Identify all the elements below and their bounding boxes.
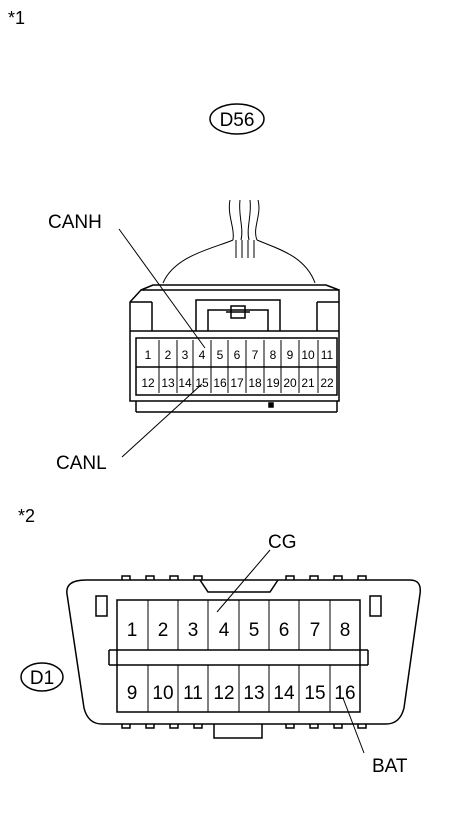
d1-pin-14: 14 xyxy=(273,683,295,704)
d56-pin-17: 17 xyxy=(230,376,244,390)
d1-pin-15: 15 xyxy=(304,683,325,704)
d56-pin-13: 13 xyxy=(161,376,175,390)
d56-pin-7: 7 xyxy=(252,348,259,362)
d56-wire-harness xyxy=(162,199,316,284)
figure1-marker: *1 xyxy=(8,8,25,28)
d56-pin-12: 12 xyxy=(141,376,155,390)
d56-pin-18: 18 xyxy=(248,376,262,390)
d1-pin-13: 13 xyxy=(243,683,264,704)
d56-pin-3: 3 xyxy=(182,348,189,362)
d1-pin-16: 16 xyxy=(334,683,355,704)
d56-pin-8: 8 xyxy=(270,348,277,362)
d56-connector-body xyxy=(129,284,340,413)
d56-pin-dividers xyxy=(158,340,319,393)
canh-leader-line xyxy=(118,228,206,349)
d1-connector-body xyxy=(66,575,422,739)
canl-label: CANL xyxy=(56,453,107,474)
d56-pin-21: 21 xyxy=(301,376,315,390)
d1-pin-7: 7 xyxy=(310,620,321,641)
bat-label: BAT xyxy=(372,756,408,777)
d56-pin-10: 10 xyxy=(301,348,315,362)
d56-pin-20: 20 xyxy=(283,376,297,390)
d1-pin-numbers: 1 2 3 4 5 6 7 8 9 10 11 12 13 14 15 16 xyxy=(127,620,356,704)
d1-pin-8: 8 xyxy=(340,620,351,641)
d56-id-badge: D56 xyxy=(209,103,265,135)
d56-pin-22: 22 xyxy=(320,376,334,390)
d1-pin-5: 5 xyxy=(249,620,260,641)
figure2-marker: *2 xyxy=(18,506,35,526)
canl-leader-line xyxy=(121,383,203,458)
d1-pin-11: 11 xyxy=(183,683,203,704)
d1-pin-9: 9 xyxy=(127,683,138,704)
d1-pin-3: 3 xyxy=(188,620,199,641)
d1-pin-2: 2 xyxy=(158,620,169,641)
d56-pin-4: 4 xyxy=(199,348,206,362)
d56-pin-1: 1 xyxy=(145,348,152,362)
d56-pin-5: 5 xyxy=(217,348,224,362)
cg-label: CG xyxy=(268,532,297,553)
d56-pin-9: 9 xyxy=(287,348,294,362)
d1-pin-12: 12 xyxy=(213,683,234,704)
d1-pin-6: 6 xyxy=(279,620,290,641)
d1-pin-1: 1 xyxy=(127,620,138,641)
d1-id-text: D1 xyxy=(30,668,54,689)
d56-pin-6: 6 xyxy=(234,348,241,362)
d1-pin-4: 4 xyxy=(219,620,230,641)
cg-leader-line xyxy=(216,549,271,613)
d56-pin-14: 14 xyxy=(178,376,192,390)
d1-pin-10: 10 xyxy=(152,683,173,704)
d1-id-badge: D1 xyxy=(20,662,64,692)
d56-pin-11: 11 xyxy=(321,348,334,362)
d56-id-text: D56 xyxy=(220,110,255,131)
canh-label: CANH xyxy=(48,212,102,233)
d56-pin-numbers: 1 2 3 4 5 6 7 8 9 10 11 12 13 14 15 16 1… xyxy=(141,348,334,390)
d56-pin-2: 2 xyxy=(165,348,172,362)
d56-pin-16: 16 xyxy=(213,376,227,390)
bat-leader-line xyxy=(342,697,365,754)
d56-pin-19: 19 xyxy=(266,376,280,390)
d1-pin-dividers xyxy=(147,600,331,712)
